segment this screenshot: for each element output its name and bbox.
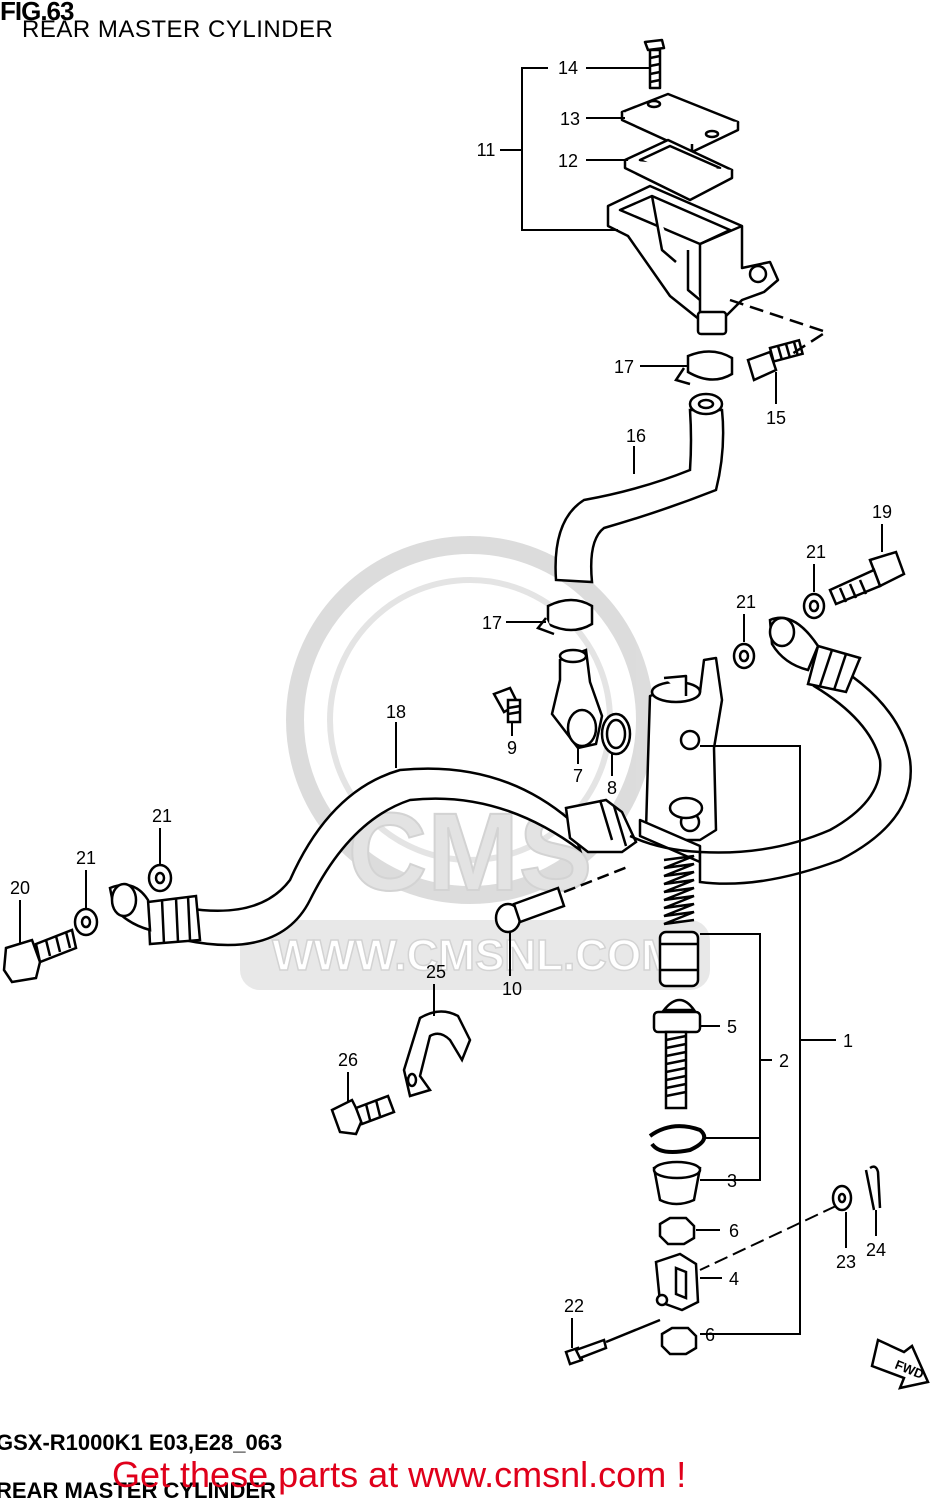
callout-17a: 17 xyxy=(614,357,634,377)
callout-3: 3 xyxy=(727,1171,737,1191)
callout-8: 8 xyxy=(607,778,617,798)
callout-9: 9 xyxy=(507,738,517,758)
union-bolt-19 xyxy=(828,550,906,606)
diagram-code-subtitle: REAR MASTER CYLINDER xyxy=(0,1478,276,1503)
bracket-25 xyxy=(402,1010,472,1098)
callout-10: 10 xyxy=(502,979,522,999)
screw-14 xyxy=(643,38,666,90)
master-cylinder-body xyxy=(638,656,724,864)
callout-labels: 1 2 3 4 5 6 6 7 8 9 10 11 12 13 14 15 16… xyxy=(10,58,892,1345)
nut-6-lower xyxy=(660,1326,698,1356)
callout-6b: 6 xyxy=(705,1325,715,1345)
callout-21c: 21 xyxy=(152,806,172,826)
callout-21d: 21 xyxy=(76,848,96,868)
upper-hose-group xyxy=(554,298,829,584)
callout-6a: 6 xyxy=(729,1221,739,1241)
union-bolt-20 xyxy=(2,928,78,984)
callout-20: 20 xyxy=(10,878,30,898)
watermark-url: WWW.CMSNL.COM xyxy=(272,931,678,980)
callout-21a: 21 xyxy=(806,542,826,562)
leader-lines xyxy=(19,67,883,1348)
callout-2: 2 xyxy=(779,1051,789,1071)
callout-5: 5 xyxy=(727,1017,737,1037)
washer-23 xyxy=(831,1184,853,1212)
figure-subtitle: REAR MASTER CYLINDER xyxy=(22,16,334,43)
callout-11: 11 xyxy=(477,140,496,160)
callout-23: 23 xyxy=(836,1252,856,1272)
callout-1: 1 xyxy=(843,1031,853,1051)
cta-link[interactable]: Get these parts at www.cmsnl.com ! xyxy=(112,1454,687,1495)
callout-4: 4 xyxy=(729,1269,739,1289)
hose-clamp-17-top xyxy=(686,350,734,381)
push-rod-assembly xyxy=(648,854,707,1356)
hose-18-fitting xyxy=(564,798,638,854)
bolt-9 xyxy=(492,686,522,724)
bolt-26 xyxy=(330,1094,396,1136)
bolt-10 xyxy=(494,864,631,934)
washers-21 xyxy=(73,592,826,937)
circlip xyxy=(648,1124,707,1154)
callout-21b: 21 xyxy=(736,592,756,612)
callout-13: 13 xyxy=(560,109,580,129)
hose-clamp-17-mid xyxy=(546,598,594,632)
callout-18: 18 xyxy=(386,702,406,722)
piston xyxy=(658,930,700,988)
watermark: CMS WWW.CMSNL.COM xyxy=(240,536,710,990)
hose-16 xyxy=(554,408,725,584)
cotter-pin-24 xyxy=(864,1165,882,1211)
callout-7: 7 xyxy=(573,766,583,786)
callout-15: 15 xyxy=(766,408,786,428)
callout-19: 19 xyxy=(872,502,892,522)
nut-6-upper xyxy=(658,1216,696,1246)
figure-title: FIG.63 xyxy=(0,0,74,26)
pin-22 xyxy=(564,1318,661,1366)
callout-24: 24 xyxy=(866,1240,886,1260)
callout-25: 25 xyxy=(426,962,446,982)
spring xyxy=(663,854,695,926)
callout-22: 22 xyxy=(564,1296,584,1316)
callout-12: 12 xyxy=(558,151,578,171)
push-rod-5 xyxy=(652,998,702,1110)
callout-14: 14 xyxy=(558,58,578,78)
callout-16: 16 xyxy=(626,426,646,446)
hose-right xyxy=(629,616,912,885)
callout-17b: 17 xyxy=(482,613,502,633)
fwd-arrow-icon: FWD xyxy=(870,1338,930,1390)
hose-18 xyxy=(108,767,638,947)
callout-26: 26 xyxy=(338,1050,358,1070)
reservoir-assembly xyxy=(606,38,780,336)
diagram-code: GSX-R1000K1 E03,E28_063 xyxy=(0,1430,283,1455)
